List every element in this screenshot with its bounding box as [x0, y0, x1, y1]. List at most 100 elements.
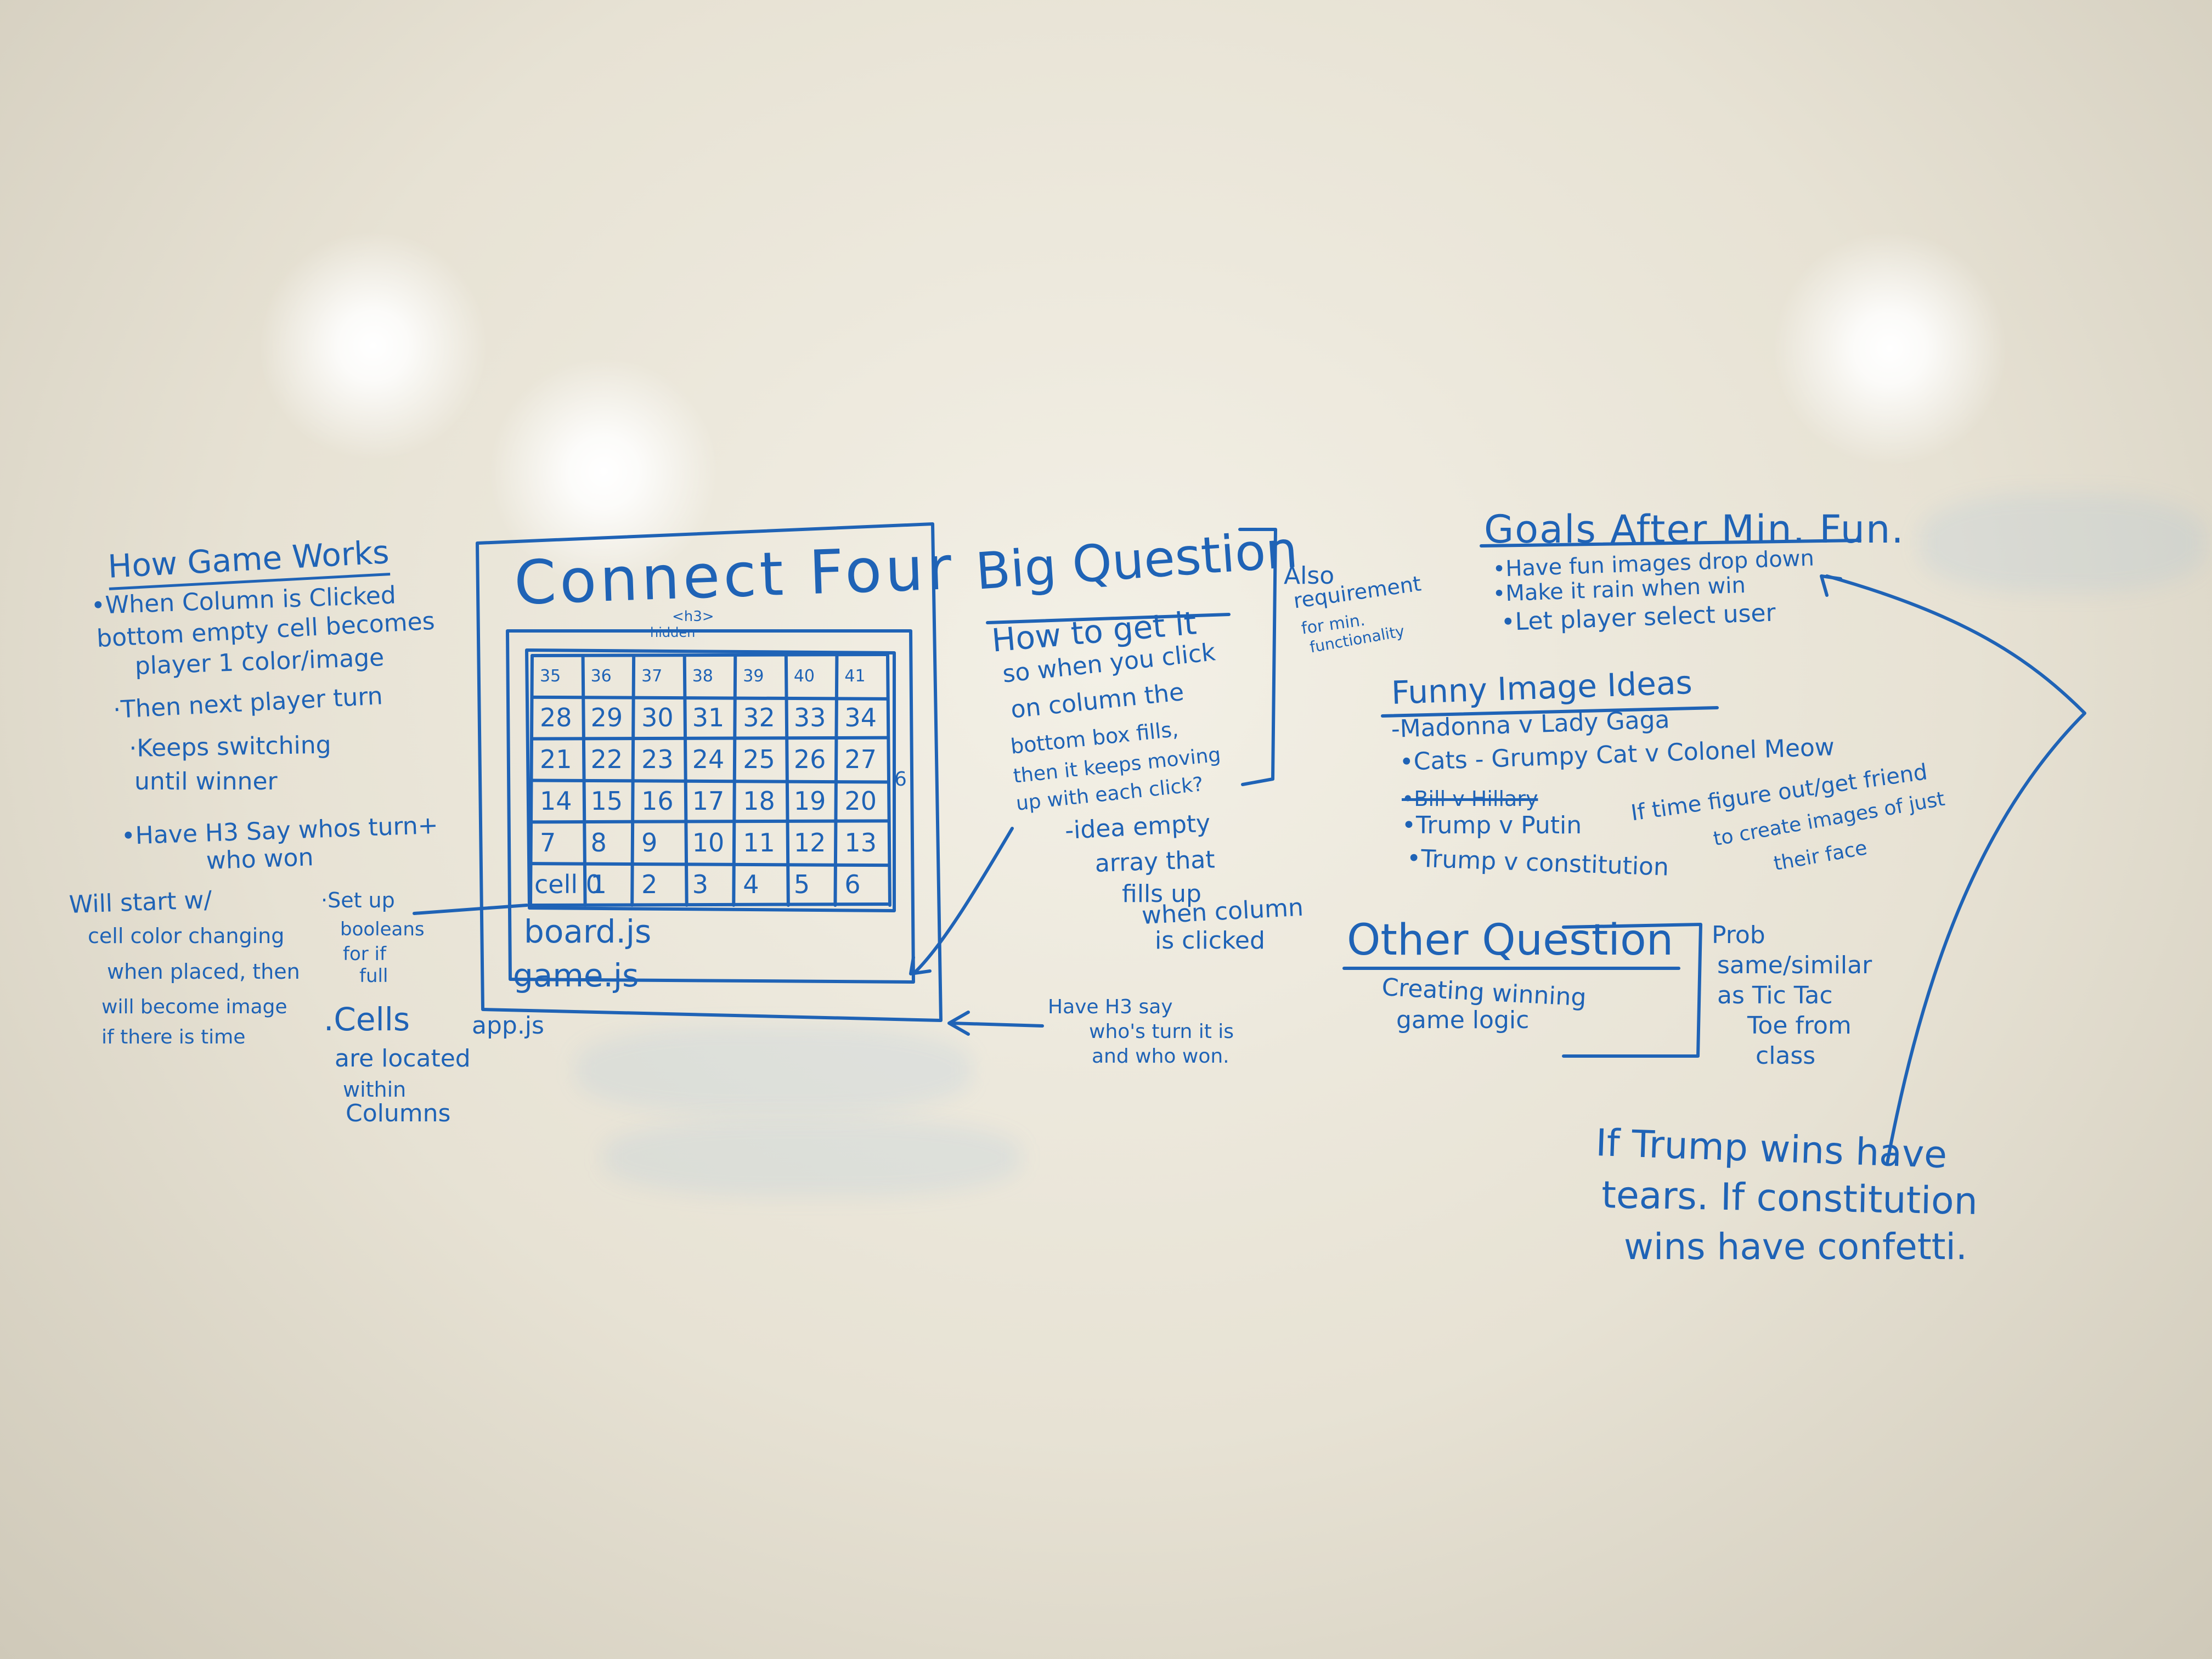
- eraser-smudge: [1920, 494, 2205, 592]
- grid-cell-number: 34: [844, 703, 877, 733]
- left-note-line: Will start w/: [68, 885, 213, 919]
- grid-cell-number: 38: [692, 666, 713, 686]
- grid-cell-number: 35: [540, 666, 561, 686]
- cells-note-line: within: [343, 1077, 407, 1102]
- grid-row-line: [531, 778, 889, 784]
- grid-cell-number: 14: [540, 786, 572, 816]
- grid-cell-number: 15: [590, 786, 623, 816]
- arrow-h3: [950, 1022, 1044, 1028]
- grid-cell-number: 25: [743, 744, 775, 775]
- board-box: [525, 648, 896, 912]
- big-question-bracket: [1238, 528, 1277, 786]
- grid-cell-number: 17: [692, 786, 725, 816]
- idea-line: fills up: [1122, 880, 1201, 908]
- arrow-trump: [1825, 574, 2086, 1165]
- grid-cell-number: 4: [743, 869, 759, 899]
- grid-cell-number: 1: [590, 869, 607, 899]
- app-box: [476, 522, 943, 1022]
- prob-note-line: class: [1756, 1042, 1816, 1070]
- grid-cell-number: 31: [692, 703, 725, 733]
- grid-cell-number: 27: [844, 744, 877, 775]
- grid-column-line: [886, 654, 891, 907]
- grid-cell-number: 22: [590, 744, 623, 775]
- grid-row-line: [531, 653, 889, 657]
- grid-cell-number: 23: [641, 744, 674, 775]
- game-js-label: game.js: [513, 957, 639, 994]
- grid-cell-number: 7: [540, 827, 556, 857]
- grid-cell-number: 12: [793, 827, 826, 857]
- booleans-note-line: for if: [343, 943, 386, 965]
- app-js-label: app.js: [472, 1012, 544, 1040]
- arrow-booleans: [413, 904, 528, 915]
- grid-row-line: [531, 819, 889, 824]
- grid-cell-number: 36: [590, 666, 612, 686]
- booleans-note-line: booleans: [340, 918, 425, 940]
- cells-note-line: are located: [335, 1045, 471, 1073]
- grid-cell-number: 19: [793, 786, 826, 816]
- grid-row-line: [531, 736, 889, 741]
- grid-row-line: [531, 695, 889, 701]
- grid-cell-number: cell 0: [534, 869, 602, 899]
- hidden-label: hidden: [650, 625, 696, 640]
- grid-cell-number: 33: [793, 703, 826, 733]
- goals-underline: [1480, 539, 1861, 548]
- grid-cell-number: 3: [692, 869, 708, 899]
- prob-note-line: as Tic Tac: [1717, 981, 1833, 1009]
- grid-cell-number: 10: [692, 827, 725, 857]
- left-note-line: cell color changing: [88, 924, 285, 948]
- how-game-works-line: until winner: [134, 768, 278, 795]
- arrow-head: [1820, 574, 1842, 597]
- grid-row-line: [531, 862, 889, 867]
- side-label: 6: [894, 768, 907, 791]
- left-note-line: if there is time: [101, 1026, 246, 1048]
- grid-cell-number: 11: [743, 827, 775, 857]
- also-note-line: Also: [1284, 562, 1335, 590]
- idea-line: is clicked: [1155, 927, 1265, 955]
- grid-cell-number: 32: [743, 703, 775, 733]
- booleans-note-line: ·Set up: [321, 888, 395, 912]
- grid-cell-number: 6: [844, 869, 861, 899]
- how-game-works-line: ·Keeps switching: [128, 731, 331, 763]
- prob-note-line: Toe from: [1747, 1012, 1852, 1040]
- h3-label: <h3>: [672, 608, 714, 625]
- h3-note-line: who's turn it is: [1089, 1020, 1234, 1043]
- grid-cell-number: 16: [641, 786, 674, 816]
- grid-cell-number: 2: [641, 869, 658, 899]
- trump-note-line: wins have confetti.: [1624, 1226, 1967, 1268]
- left-note-line: when placed, then: [107, 960, 300, 984]
- funny-line: •Trump v Putin: [1402, 811, 1582, 839]
- other-question-bracket: [1562, 923, 1702, 1058]
- goals-title: Goals After Min. Fun.: [1484, 507, 1905, 552]
- grid-cell-number: 28: [540, 703, 572, 733]
- other-question-line: game logic: [1396, 1006, 1530, 1034]
- eraser-smudge: [603, 1119, 1020, 1196]
- prob-note-line: same/similar: [1717, 951, 1872, 979]
- funny-underline: [1381, 706, 1719, 718]
- grid-cell-number: 20: [844, 786, 877, 816]
- grid-cell-number: 30: [641, 703, 674, 733]
- grid-cell-number: 24: [692, 744, 725, 775]
- big-question-underline: [986, 613, 1231, 624]
- grid-cell-number: 37: [641, 666, 663, 686]
- grid-cell-number: 40: [793, 666, 815, 686]
- eraser-smudge: [576, 1026, 971, 1114]
- h3-note-line: Have H3 say: [1048, 996, 1173, 1018]
- h3-note-line: and who won.: [1092, 1045, 1229, 1068]
- arrow-big-question: [915, 827, 1014, 973]
- grid-cell-number: 8: [590, 827, 607, 857]
- cells-note-line: .Cells: [324, 1001, 410, 1038]
- grid-cell-number: 39: [743, 666, 764, 686]
- grid-cell-number: 29: [590, 703, 623, 733]
- grid-row-line: [531, 902, 889, 907]
- how-game-works-line: who won: [205, 843, 314, 875]
- arrow-head: [909, 956, 932, 975]
- trump-note-line: tears. If constitution: [1601, 1173, 1978, 1223]
- grid-cell-number: 18: [743, 786, 775, 816]
- cells-note-line: Columns: [346, 1099, 451, 1127]
- grid-cell-number: 5: [793, 869, 810, 899]
- grid-cell-number: 21: [540, 744, 572, 775]
- board-js-label: board.js: [524, 913, 652, 950]
- arrow-head: [947, 1011, 970, 1036]
